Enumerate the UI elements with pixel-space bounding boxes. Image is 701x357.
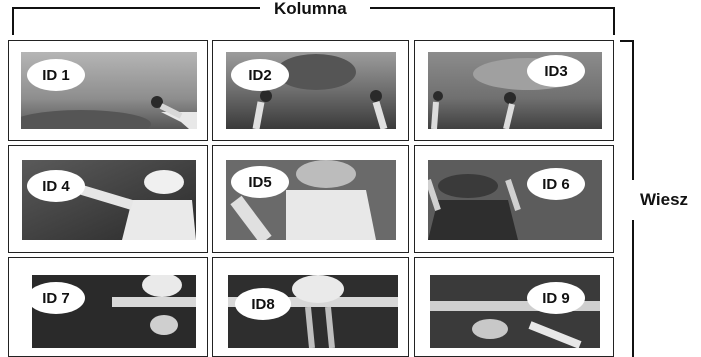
row-bracket-line-top <box>632 40 634 180</box>
id-bubble-6: ID 6 <box>527 168 585 200</box>
id-bubble-9: ID 9 <box>527 282 585 314</box>
bench-image <box>430 275 600 348</box>
id-bubble-2: ID2 <box>231 59 289 91</box>
tile-id9: ID 9 <box>414 257 614 357</box>
column-bracket-line-right <box>370 7 615 9</box>
row-label: Wiesz <box>640 190 689 209</box>
tile-id5: ID5 <box>212 145 409 253</box>
id-bubble-1: ID 1 <box>27 59 85 91</box>
photo-id2 <box>226 52 396 129</box>
tile-id2: ID2 <box>212 40 409 141</box>
photo-id9 <box>430 275 600 348</box>
tile-id8: ID8 <box>212 257 409 357</box>
id-bubble-7: ID 7 <box>27 282 85 314</box>
crowd-arms-image <box>226 52 396 129</box>
column-label: Kolumna <box>268 0 353 19</box>
tile-id3: ID3 <box>414 40 614 141</box>
row-bracket-top-tick <box>620 40 634 42</box>
column-bracket-left-tick <box>12 7 14 35</box>
id-bubble-8: ID8 <box>235 288 291 320</box>
column-bracket-line-left <box>12 7 260 9</box>
tile-id1: ID 1 <box>8 40 208 141</box>
id-bubble-5: ID5 <box>231 166 289 198</box>
id-bubble-4: ID 4 <box>27 170 85 202</box>
column-bracket-right-tick <box>613 7 615 35</box>
tile-id4: ID 4 <box>8 145 208 253</box>
tile-id7: ID 7 <box>8 257 208 357</box>
tile-id6: ID 6 <box>414 145 614 253</box>
row-bracket-line-bottom <box>632 220 634 357</box>
id-bubble-3: ID3 <box>527 55 585 87</box>
